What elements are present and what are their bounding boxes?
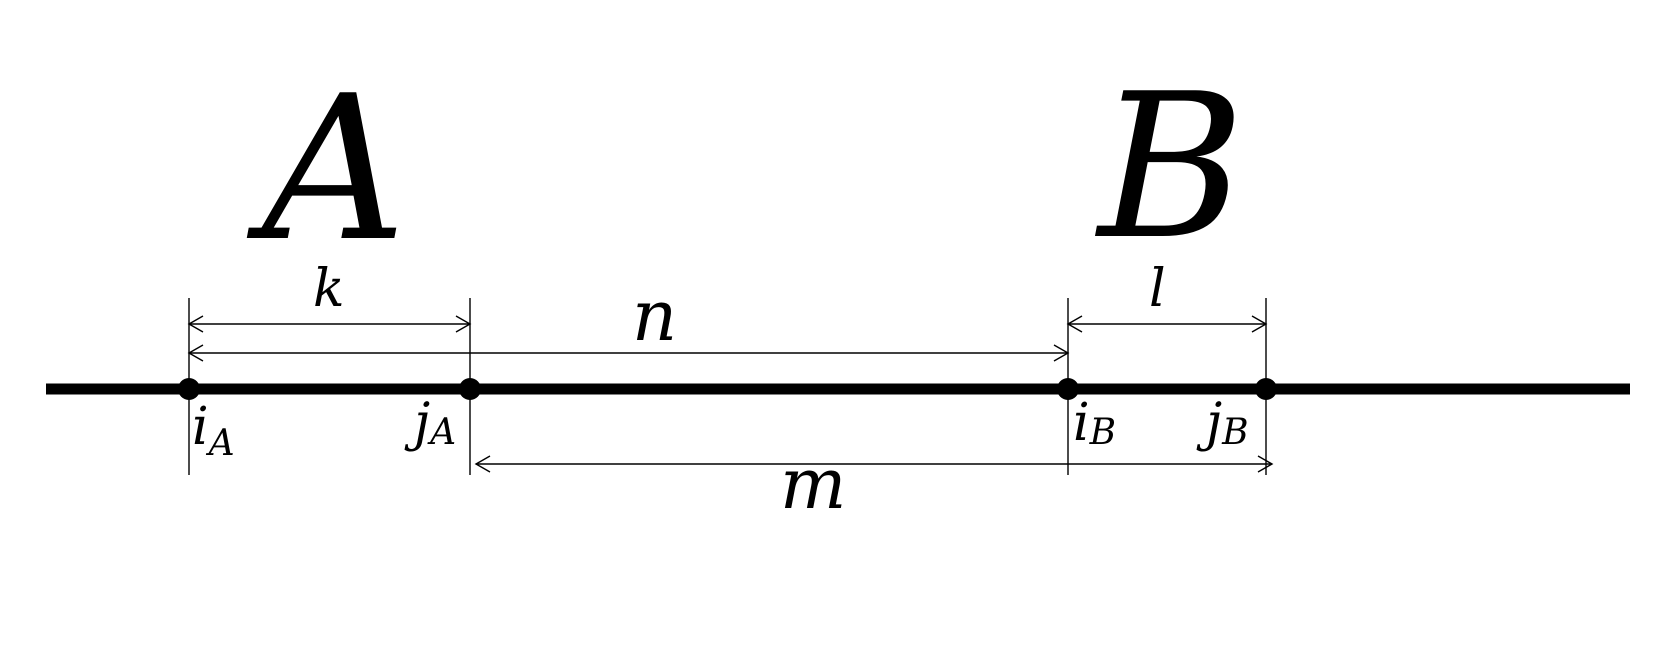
point-label-ia-base: i [192, 397, 209, 457]
point-ja [459, 378, 481, 400]
point-label-ja: jA [404, 393, 456, 453]
dimension-m [474, 455, 1274, 473]
point-label-ia-sub: A [206, 423, 235, 464]
point-label-ia: iA [192, 397, 235, 464]
point-jb [1255, 378, 1277, 400]
dimension-l [1066, 315, 1268, 333]
dimension-n [187, 344, 1070, 362]
region-a-label: A [246, 53, 406, 286]
point-label-ib-sub: B [1089, 412, 1116, 453]
point-ib [1057, 378, 1079, 400]
region-b-label: B [1094, 51, 1245, 284]
span-l-label: l [1149, 259, 1166, 319]
point-label-jb-sub: B [1221, 412, 1248, 453]
point-label-ib-base: i [1073, 393, 1090, 453]
point-label-ja-base: j [404, 393, 430, 453]
point-ia [178, 378, 200, 400]
point-label-jb: jB [1196, 393, 1249, 453]
point-label-jb-base: j [1196, 393, 1222, 453]
span-n-label: n [632, 275, 677, 357]
span-k-label: k [313, 259, 345, 319]
point-label-ja-sub: A [427, 412, 456, 453]
dimension-k [187, 315, 472, 333]
point-label-ib: iB [1073, 393, 1116, 453]
span-m-label: m [780, 443, 846, 525]
